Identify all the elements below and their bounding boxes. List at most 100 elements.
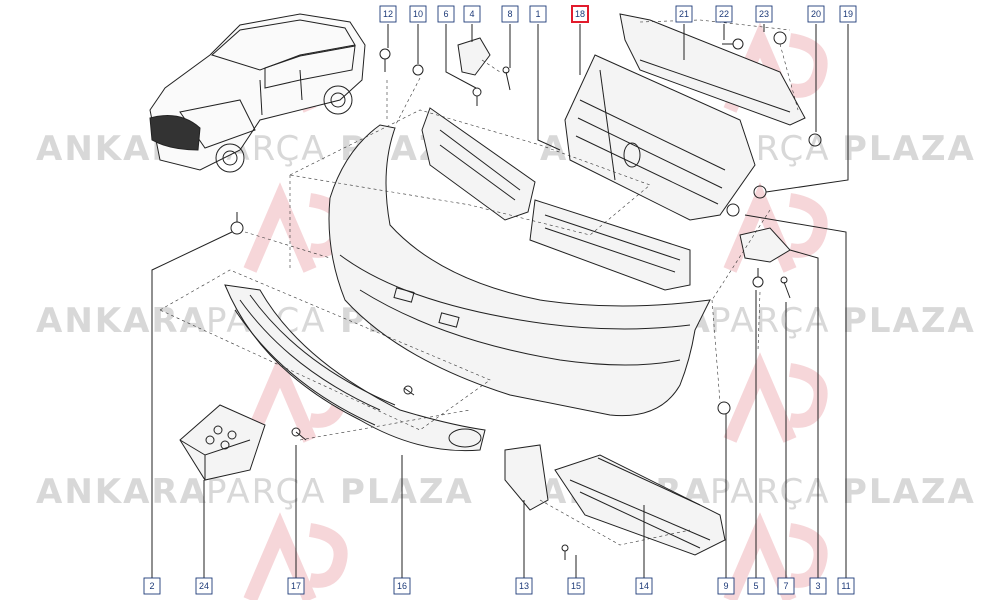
callout-box [437,5,455,23]
screw [472,87,482,106]
callout-box [715,5,733,23]
callout-top-18: 18 [571,5,589,23]
callout-number: 11 [841,581,850,591]
callout-top-23: 23 [755,5,773,23]
callout-number: 13 [519,581,529,591]
watermark-brand-mid: PARÇA [206,472,327,512]
radiator-grille [564,54,756,221]
callout-top-22: 22 [715,5,733,23]
callout-number: 18 [575,9,585,19]
callout-number: 8 [507,9,512,19]
callout-box [717,577,735,595]
callout-number: 9 [723,581,728,591]
callout-box [635,577,653,595]
callout-box [463,5,481,23]
callout-number: 10 [413,9,423,19]
callout-number: 19 [843,9,853,19]
watermark-logo [243,512,348,600]
callout-box [409,5,427,23]
callout-box [837,577,855,595]
callout-number: 2 [149,581,154,591]
bumper-absorber-left [421,107,536,221]
lower-grille-mesh [224,284,486,452]
callout-top-1: 1 [529,5,547,23]
callout-box [379,5,397,23]
callout-bottom-7: 7 [777,577,795,595]
callout-box [501,5,519,23]
callout-number: 6 [443,9,448,19]
lower-bracket [504,444,549,511]
callout-bottom-13: 13 [515,577,533,595]
callout-bottom-24: 24 [195,577,213,595]
screw [379,48,391,72]
car-illustration [149,13,366,173]
callout-number: 12 [383,9,393,19]
callout-number: 17 [291,581,301,591]
clip [717,401,731,415]
callout-box [529,5,547,23]
callout-leader-lines [151,24,849,578]
callout-box [807,5,825,23]
callout-bottom-2: 2 [143,577,161,595]
callout-number: 3 [815,581,820,591]
callout-number: 14 [639,581,649,591]
callout-labels: 12 10 6 4 8 1 18 21 22 23 20 19 2 24 17 16 13 15 14 9 5 7 3 11 [143,5,857,595]
callout-number: 7 [783,581,788,591]
callout-number: 24 [199,581,209,591]
callout-bottom-11: 11 [837,577,855,595]
watermark-logo [243,182,348,273]
watermark-brand-right: PLAZA [842,129,976,169]
callout-bottom-14: 14 [635,577,653,595]
watermark-logo [723,352,828,443]
clip [773,31,787,45]
callout-number: 21 [679,9,689,19]
callout-top-20: 20 [807,5,825,23]
callout-box [393,577,411,595]
callout-number: 1 [535,9,540,19]
callout-top-10: 10 [409,5,427,23]
callout-number: 15 [571,581,581,591]
callout-bottom-9: 9 [717,577,735,595]
clip [726,203,740,217]
clip-kit-box [179,404,266,481]
callout-box [571,5,589,23]
screw [722,38,744,50]
callout-top-6: 6 [437,5,455,23]
clip [808,133,822,147]
assembly-guide-lines [159,19,799,546]
bumper-absorber-right [529,199,691,291]
side-bracket-right [739,227,791,263]
callout-number: 16 [397,581,407,591]
callout-box [515,577,533,595]
watermark-brand-left: ANKARA [36,472,208,512]
callout-bottom-16: 16 [393,577,411,595]
watermark-logo [723,512,828,600]
callout-box [195,577,213,595]
lower-deflector [554,454,726,556]
callout-number: 22 [719,9,729,19]
rivet [561,544,569,560]
callout-box [839,5,857,23]
fasteners [230,31,822,560]
callout-top-21: 21 [675,5,693,23]
callout-top-12: 12 [379,5,397,23]
clip [412,64,424,76]
callout-bottom-5: 5 [747,577,765,595]
rivet [780,276,791,299]
watermark-brand-mid: PARÇA [710,301,831,341]
callout-top-8: 8 [501,5,519,23]
watermark-brand-right: PLAZA [842,301,976,341]
clip [291,427,307,441]
watermark-brand-right: PLAZA [340,472,474,512]
rivet [502,66,511,91]
callout-box [567,577,585,595]
callout-number: 23 [759,9,769,19]
bracket-4 [457,37,491,76]
front-bumper-cover [328,124,711,417]
callout-bottom-17: 17 [287,577,305,595]
callout-bottom-15: 15 [567,577,585,595]
fog-lamp-opening [448,428,482,448]
callout-box [747,577,765,595]
callout-top-4: 4 [463,5,481,23]
